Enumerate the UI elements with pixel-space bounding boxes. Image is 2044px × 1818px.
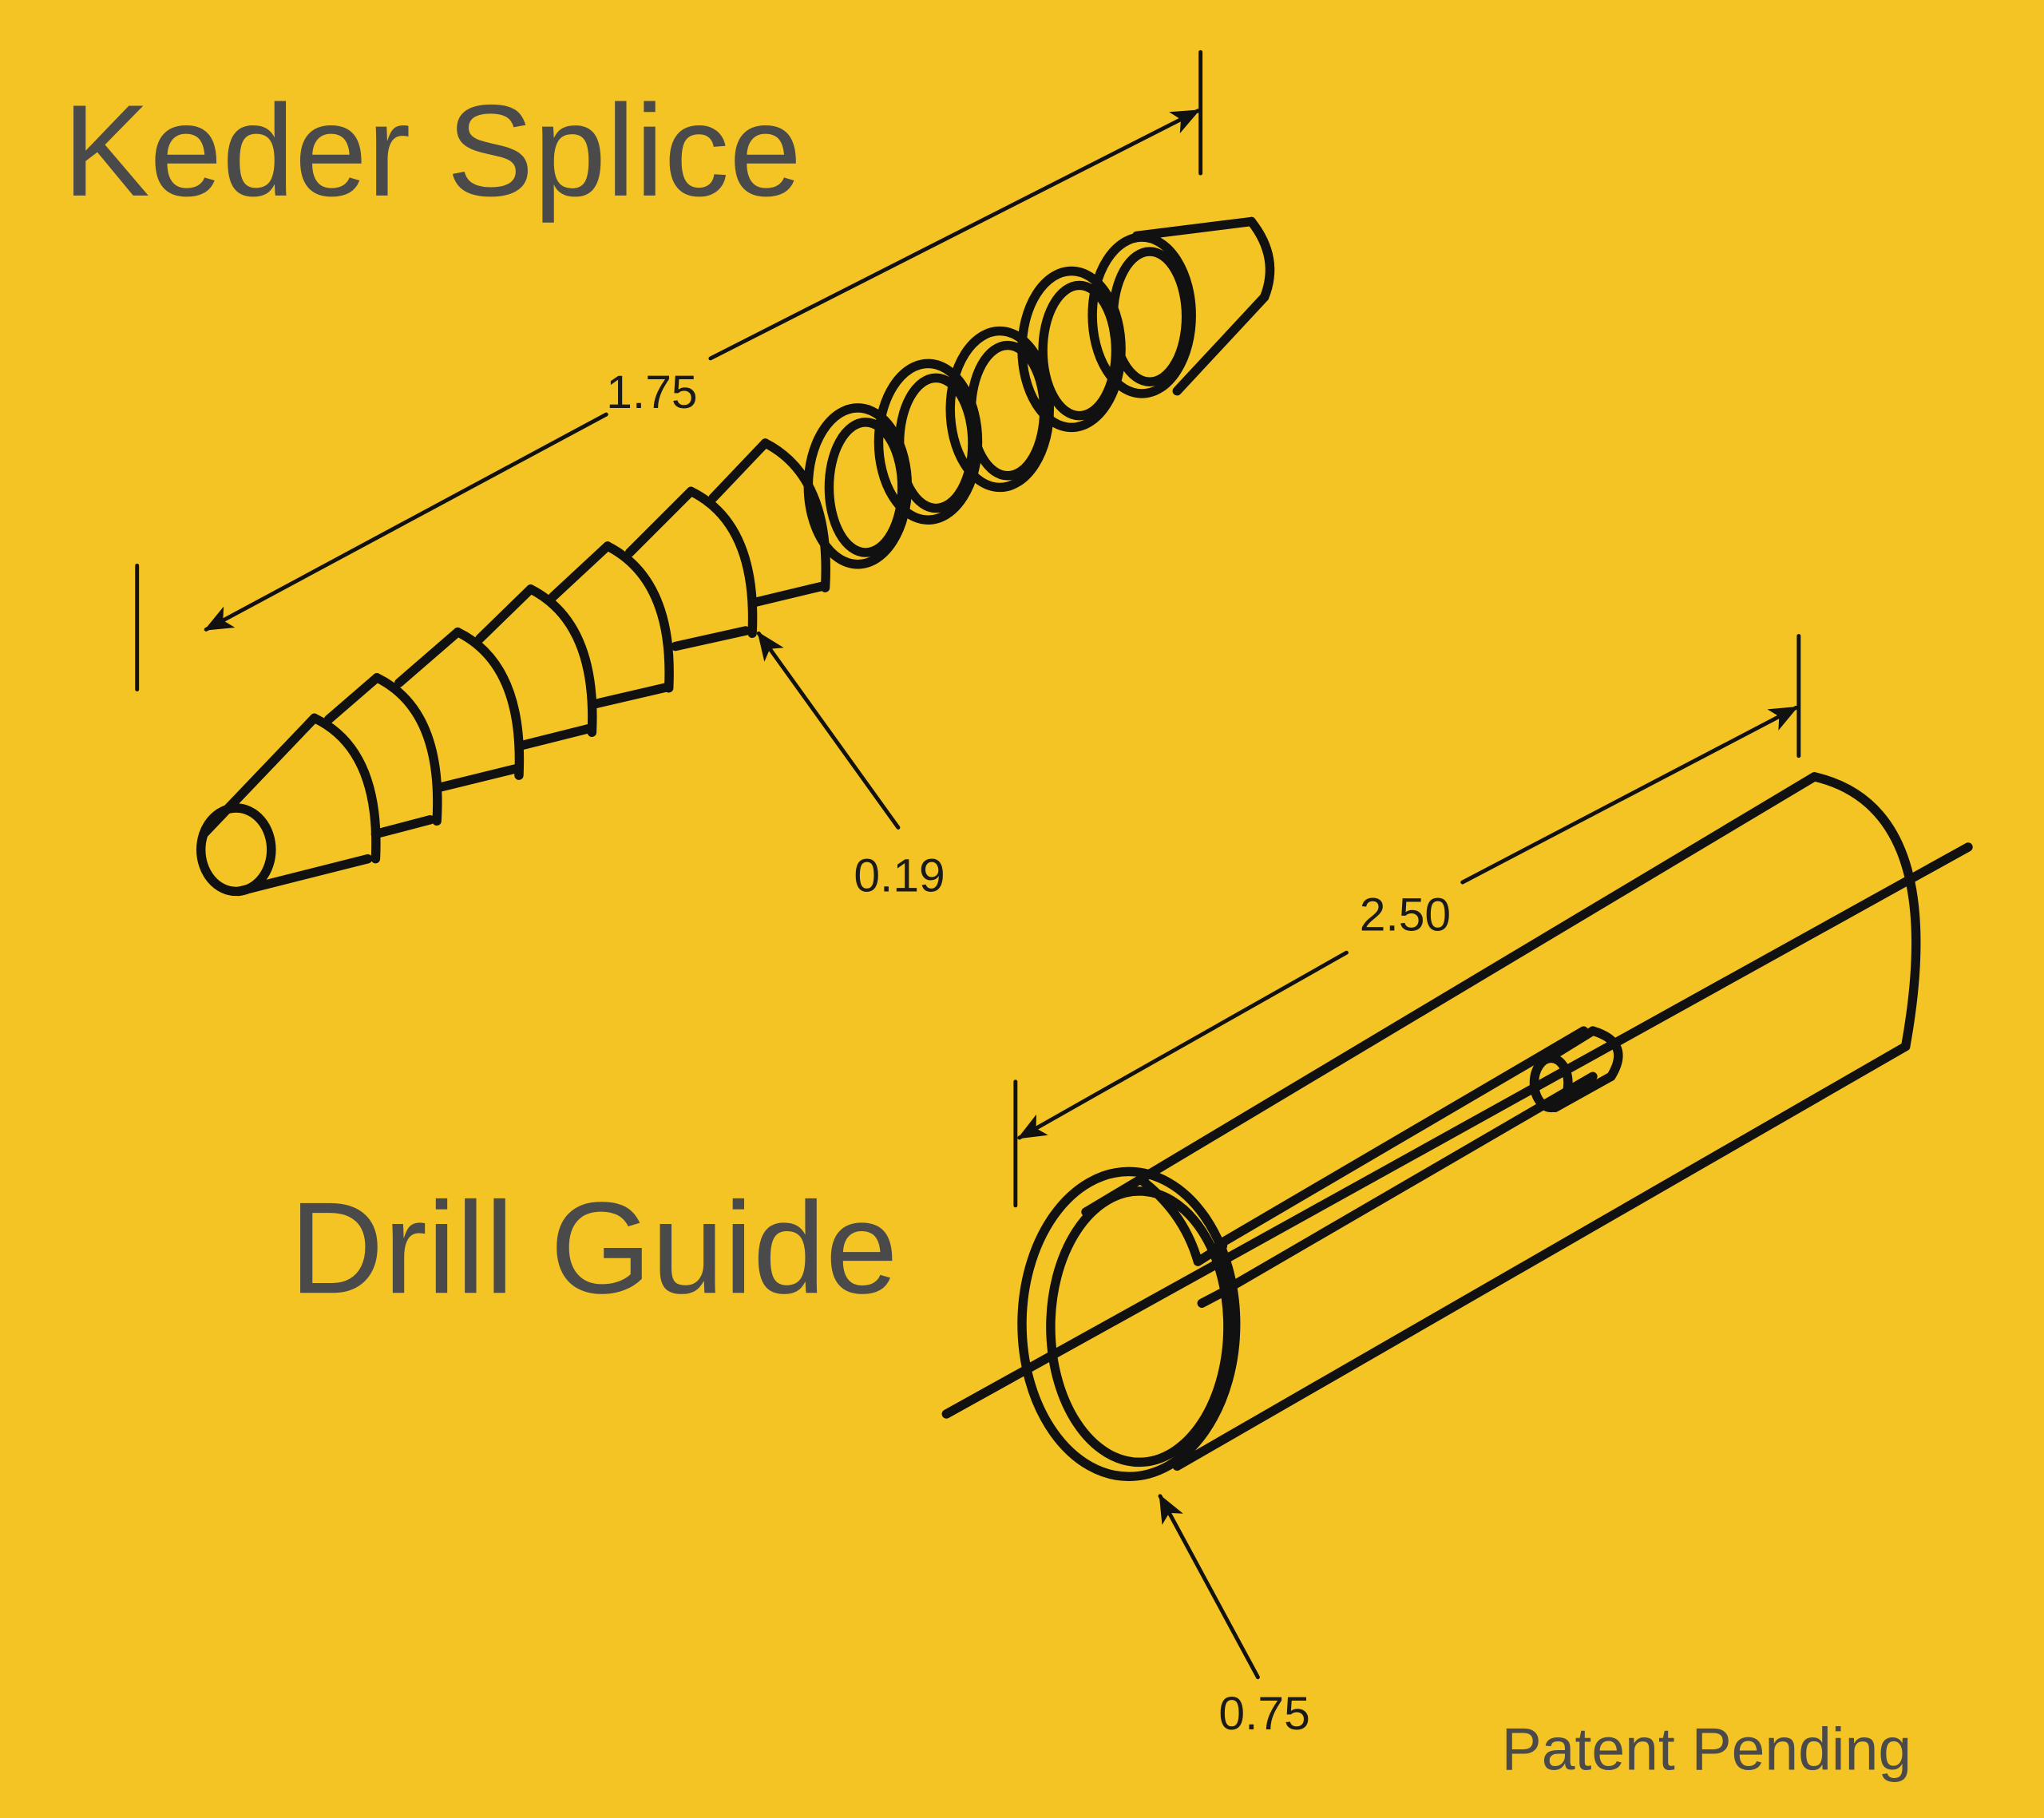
keder-diameter-dimension: 0.19	[756, 631, 945, 901]
drill-guide-length-label: 2.50	[1360, 889, 1451, 941]
keder-diameter-label: 0.19	[854, 850, 945, 901]
keder-splice-title: Keder Splice	[63, 77, 802, 224]
drill-guide-diameter-label: 0.75	[1218, 1688, 1309, 1740]
drill-guide-diameter-dimension: 0.75	[1158, 1494, 1310, 1740]
drill-guide-title: Drill Guide	[290, 1174, 898, 1321]
keder-splice-part	[196, 216, 1275, 897]
keder-length-dimension: 1.75	[135, 50, 1203, 691]
drill-guide-part	[941, 772, 1973, 1482]
keder-length-label: 1.75	[606, 366, 697, 418]
drill-guide-length-dimension: 2.50	[1013, 634, 1801, 1208]
patent-pending-note: Patent Pending	[1502, 1716, 1911, 1783]
